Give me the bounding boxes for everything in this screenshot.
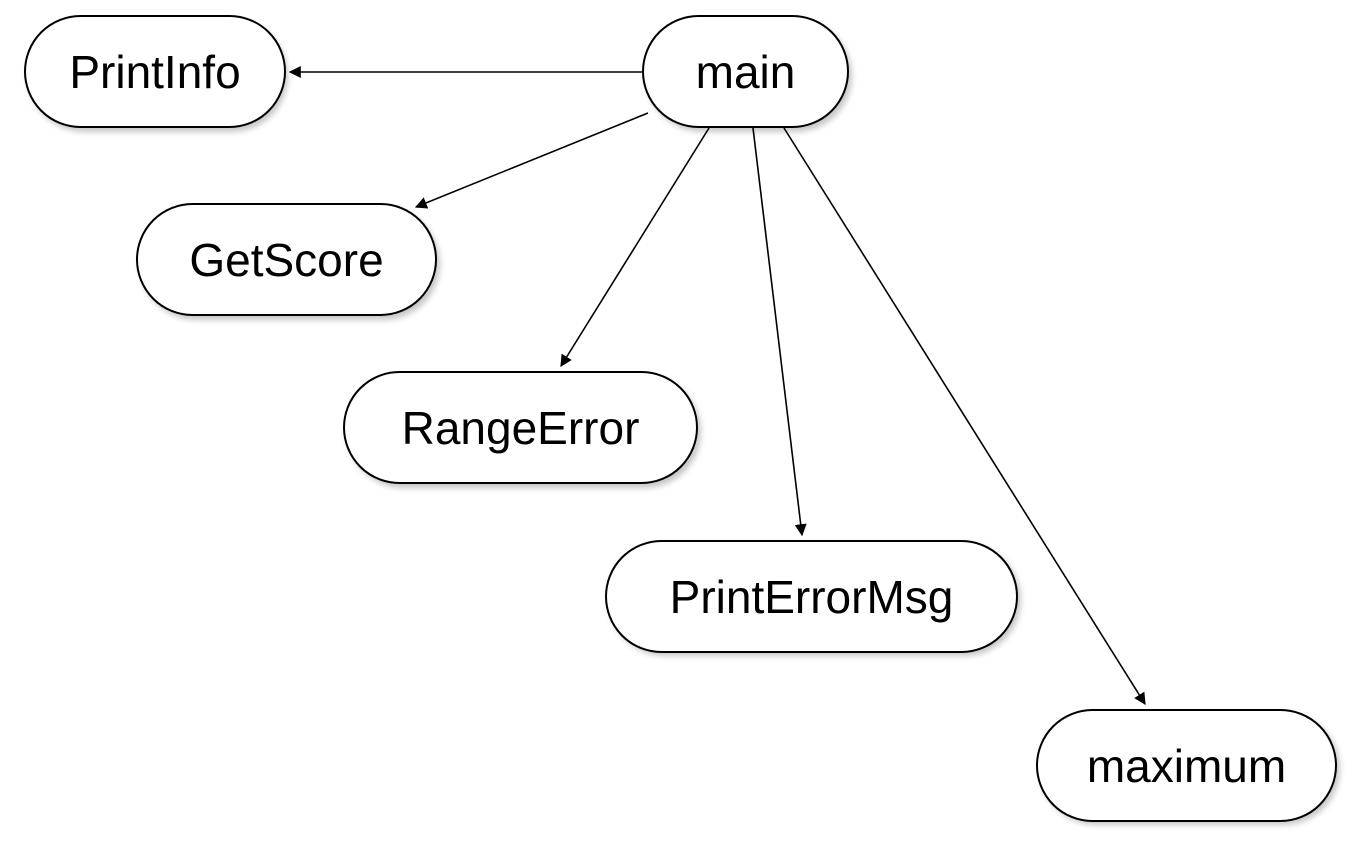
edge-main-to-rangeerror <box>560 127 710 368</box>
edge-main-to-printerrormsg <box>752 127 807 537</box>
node-main-label: main <box>695 45 796 98</box>
node-maximum: maximum <box>1036 709 1337 822</box>
node-maximum-label: maximum <box>1086 739 1287 792</box>
edge-main-to-getscore <box>414 112 649 209</box>
node-printinfo-label: PrintInfo <box>69 45 241 98</box>
edge-main-to-maximum <box>783 127 1146 706</box>
node-printerrormsg: PrintErrorMsg <box>605 540 1018 653</box>
node-getscore: GetScore <box>136 203 437 316</box>
node-rangeerror: RangeError <box>343 371 698 484</box>
node-getscore-label: GetScore <box>189 233 384 286</box>
node-printerrormsg-label: PrintErrorMsg <box>669 570 954 623</box>
node-printinfo: PrintInfo <box>24 15 286 128</box>
node-rangeerror-label: RangeError <box>401 401 640 454</box>
node-main: main <box>642 15 849 128</box>
